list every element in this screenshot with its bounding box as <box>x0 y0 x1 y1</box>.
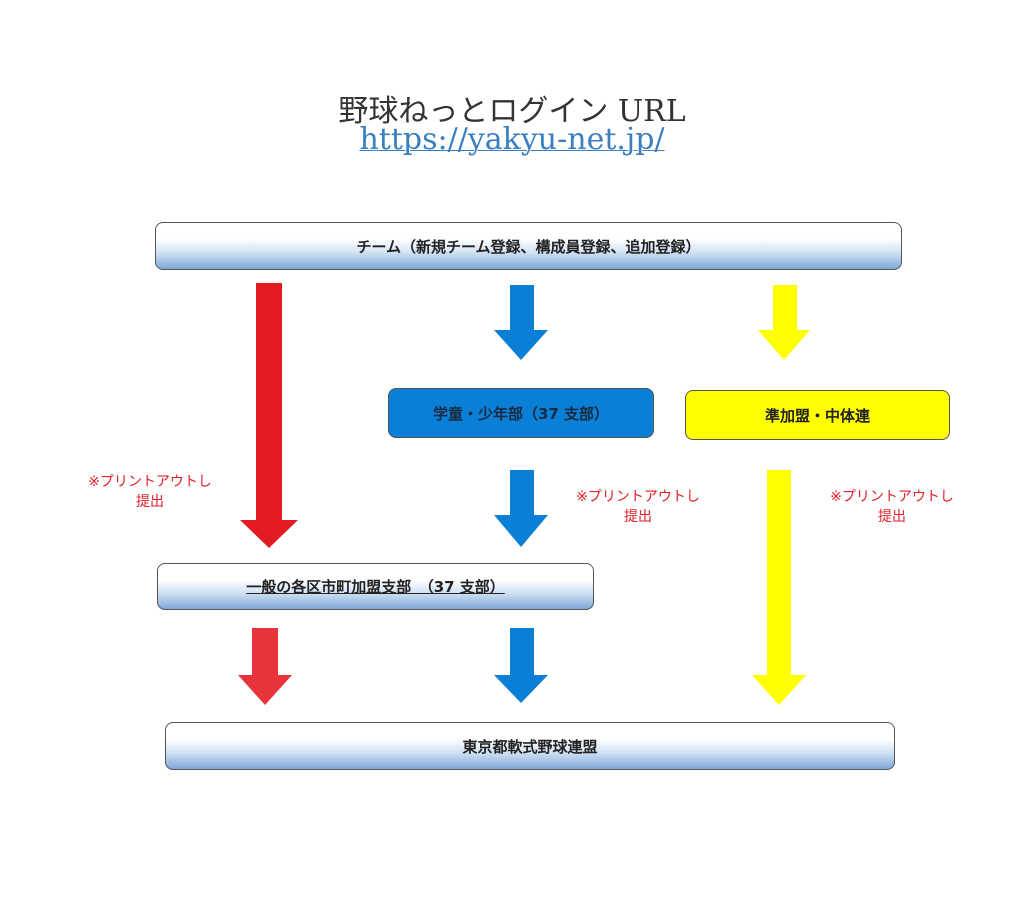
note-red: ※プリントアウトし提出 <box>50 472 250 512</box>
login-url[interactable]: https://yakyu-net.jp/ <box>0 122 1024 157</box>
note-text: ※プリントアウトし <box>88 474 212 490</box>
page-title: 野球ねっとログイン URL <box>338 94 686 129</box>
red-arrow-2 <box>238 628 292 705</box>
login-url-link[interactable]: https://yakyu-net.jp/ <box>359 122 665 157</box>
note-text: ※プリントアウトし <box>830 489 954 505</box>
note-yellow: ※プリントアウトし提出 <box>792 487 992 527</box>
red-arrow-1 <box>240 283 298 548</box>
associate-box: 準加盟・中体連 <box>685 390 950 440</box>
note-text: 提出 <box>878 509 906 525</box>
youth-box: 学童・少年部（37 支部） <box>388 388 654 438</box>
yellow-arrow-1 <box>758 285 810 360</box>
note-blue: ※プリントアウトし提出 <box>538 487 738 527</box>
blue-arrow-2 <box>494 470 548 547</box>
federation-box: 東京都軟式野球連盟 <box>165 722 895 770</box>
yellow-arrow-2 <box>752 470 806 705</box>
blue-arrow-1 <box>494 285 548 360</box>
blue-arrow-3 <box>494 628 548 703</box>
general-branch-box: 一般の各区市町加盟支部 （37 支部） <box>157 563 594 610</box>
note-text: ※プリントアウトし <box>576 489 700 505</box>
team-box: チーム（新規チーム登録、構成員登録、追加登録） <box>155 222 902 270</box>
note-text: 提出 <box>624 509 652 525</box>
note-text: 提出 <box>136 494 164 510</box>
